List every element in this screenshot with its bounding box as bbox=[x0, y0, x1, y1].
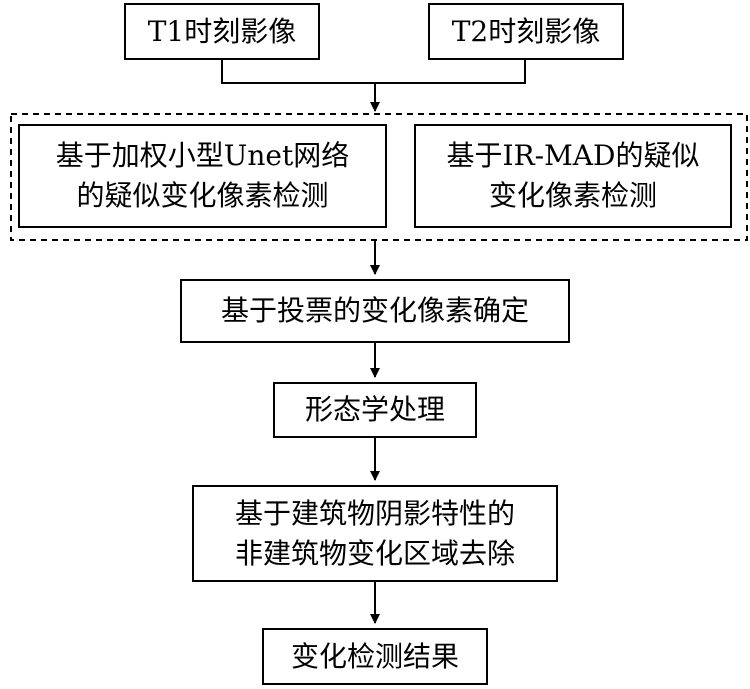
result-box: 变化检测结果 bbox=[262, 628, 488, 685]
shadow-removal-line-2: 非建筑物变化区域去除 bbox=[234, 536, 515, 570]
unet-detection-line-1: 基于加权小型Unet网络 bbox=[55, 139, 350, 172]
morphology-label: 形态学处理 bbox=[304, 393, 445, 426]
shadow-removal-box: 基于建筑物阴影特性的 非建筑物变化区域去除 bbox=[192, 485, 558, 582]
detection-group-dashed-box bbox=[10, 113, 748, 241]
t2-image-label: T2时刻影像 bbox=[451, 14, 601, 48]
irmad-detection-line-1: 基于IR-MAD的疑似 bbox=[446, 139, 700, 172]
unet-detection-box: 基于加权小型Unet网络 的疑似变化像素检测 bbox=[18, 124, 387, 228]
morphology-box: 形态学处理 bbox=[273, 382, 477, 438]
result-label: 变化检测结果 bbox=[290, 639, 459, 673]
shadow-removal-line-1: 基于建筑物阴影特性的 bbox=[234, 496, 515, 530]
t1-image-label: T1时刻影像 bbox=[147, 14, 297, 48]
vote-confirmation-box: 基于投票的变化像素确定 bbox=[180, 279, 570, 343]
irmad-detection-line-2: 变化像素检测 bbox=[488, 179, 657, 212]
t1-image-box: T1时刻影像 bbox=[124, 3, 320, 60]
irmad-detection-box: 基于IR-MAD的疑似 变化像素检测 bbox=[414, 124, 732, 228]
unet-detection-line-2: 的疑似变化像素检测 bbox=[76, 179, 329, 212]
vote-confirmation-label: 基于投票的变化像素确定 bbox=[220, 294, 529, 327]
t2-image-box: T2时刻影像 bbox=[428, 3, 624, 60]
